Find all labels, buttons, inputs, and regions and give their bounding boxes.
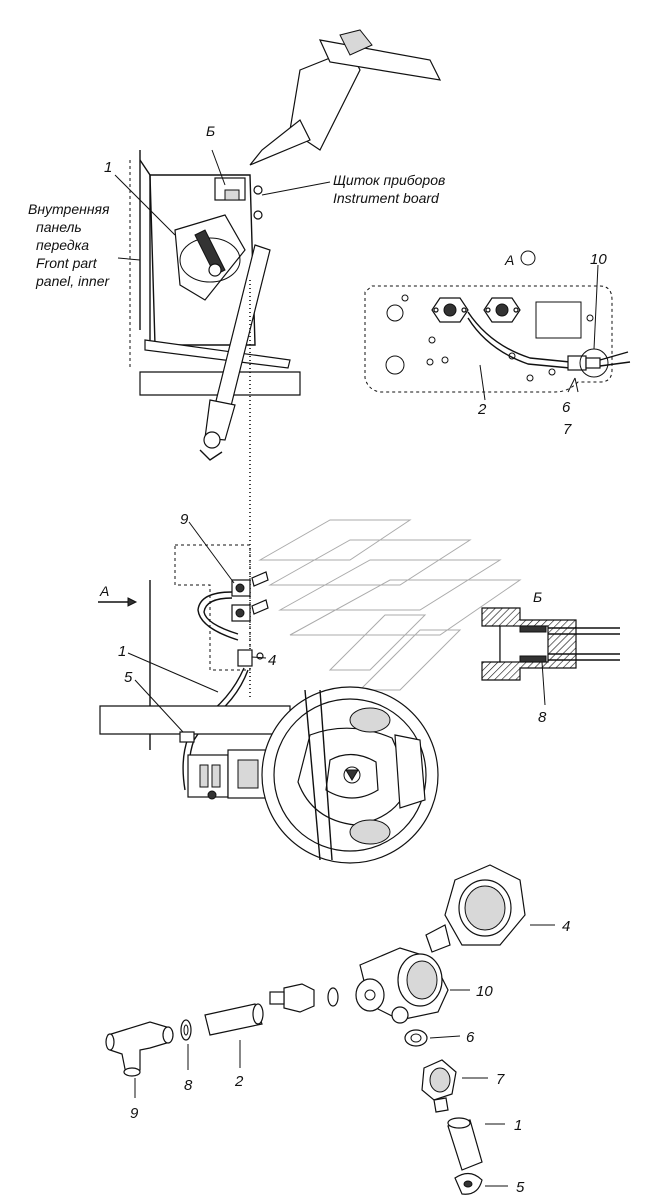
callout-view-a-2: 2 bbox=[477, 401, 487, 418]
view-a-title: А bbox=[504, 252, 514, 268]
callout-parts-5: 5 bbox=[516, 1179, 525, 1196]
callout-mid-4: 4 bbox=[268, 652, 276, 669]
view-a-arrow-label: А bbox=[99, 583, 109, 599]
callout-parts-8: 8 bbox=[184, 1077, 193, 1094]
installation-view bbox=[98, 519, 522, 864]
callout-parts-7: 7 bbox=[496, 1071, 505, 1088]
callout-view-a-7: 7 bbox=[563, 421, 572, 438]
view-a-panel bbox=[364, 250, 631, 401]
callout-mid-9: 9 bbox=[180, 511, 189, 528]
callout-parts-2: 2 bbox=[234, 1073, 244, 1090]
label-instrument-ru: Щиток приборов bbox=[333, 172, 445, 188]
parts-exploded-view bbox=[105, 864, 555, 1195]
callout-view-a-6: 6 bbox=[562, 399, 571, 416]
callout-detail-8: 8 bbox=[538, 709, 547, 726]
section-b-detail bbox=[481, 607, 620, 706]
callout-parts-10: 10 bbox=[476, 983, 493, 1000]
callout-top-1: 1 bbox=[104, 159, 112, 176]
callout-parts-1: 1 bbox=[514, 1117, 522, 1134]
label-inner-panel-ru-3: передка bbox=[36, 237, 89, 253]
callout-view-a-10: 10 bbox=[590, 251, 607, 268]
callout-mid-1: 1 bbox=[118, 643, 126, 660]
label-inner-panel-en-2: panel, inner bbox=[35, 273, 111, 289]
callout-parts-9: 9 bbox=[130, 1105, 139, 1122]
label-inner-panel-ru-2: панель bbox=[36, 219, 82, 235]
section-b-label-detail: Б bbox=[533, 589, 542, 605]
label-inner-panel-en-1: Front part bbox=[36, 255, 98, 271]
callout-parts-6: 6 bbox=[466, 1029, 475, 1046]
callout-parts-4: 4 bbox=[562, 918, 570, 935]
cab-side-view bbox=[114, 29, 442, 461]
label-instrument-en: Instrument board bbox=[333, 190, 440, 206]
label-inner-panel-ru-1: Внутренняя bbox=[28, 201, 110, 217]
callout-mid-5: 5 bbox=[124, 669, 133, 686]
section-b-label-top: Б bbox=[206, 123, 215, 139]
